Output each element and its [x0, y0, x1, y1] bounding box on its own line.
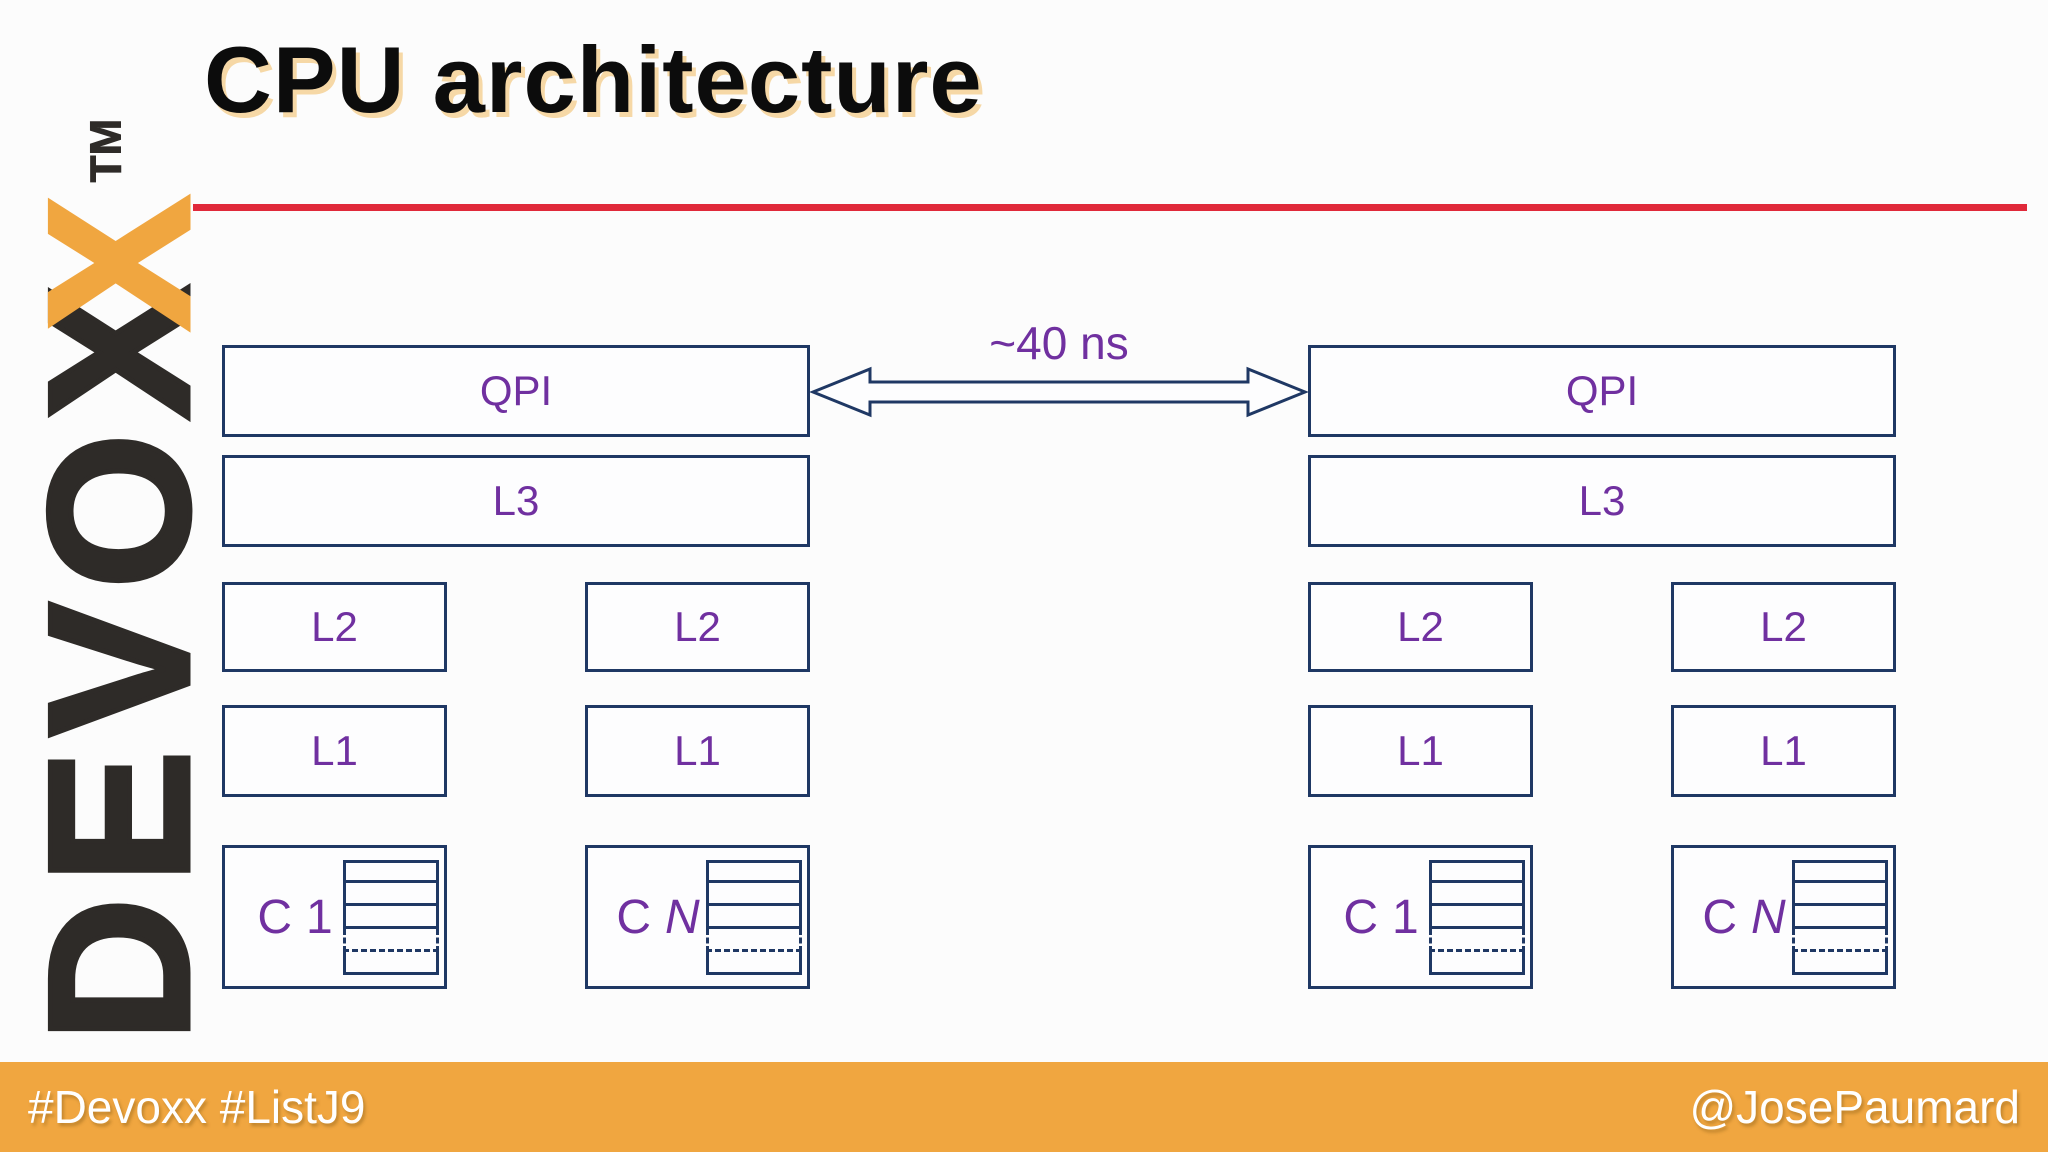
l2-cache-box: L2 — [1308, 582, 1533, 672]
register-stack — [706, 860, 802, 975]
qpi-box: QPI — [1308, 345, 1896, 437]
register-row — [706, 906, 802, 929]
title-underline — [193, 204, 2027, 211]
register-row — [1429, 883, 1525, 906]
register-row — [1429, 952, 1525, 975]
l2-cache-box: L2 — [1671, 582, 1896, 672]
l1-cache-box: L1 — [585, 705, 810, 797]
core-index: N — [1751, 890, 1786, 944]
register-stack — [1429, 860, 1525, 975]
trademark-symbol: TM — [81, 118, 131, 183]
register-stack — [1792, 860, 1888, 975]
l3-cache-box: L3 — [1308, 455, 1896, 547]
l1-cache-box: L1 — [222, 705, 447, 797]
core-index: 1 — [305, 890, 333, 944]
register-row — [1792, 860, 1888, 883]
register-row — [1792, 906, 1888, 929]
core-index: N — [665, 890, 700, 944]
register-row-ellipsis — [1429, 929, 1525, 952]
qpi-box: QPI — [222, 345, 810, 437]
latency-label: ~40 ns — [989, 317, 1129, 369]
core-prefix: C — [1702, 890, 1737, 944]
qpi-label: QPI — [1565, 367, 1639, 414]
qpi-label: QPI — [479, 367, 553, 414]
l1-label: L1 — [674, 727, 721, 774]
l1-label: L1 — [311, 727, 358, 774]
l2-label: L2 — [674, 603, 721, 650]
l1-cache-box: L1 — [1308, 705, 1533, 797]
core-prefix: C — [1343, 890, 1378, 944]
l2-label: L2 — [1397, 603, 1444, 650]
l2-label: L2 — [311, 603, 358, 650]
register-row — [706, 860, 802, 883]
footer-bar: #Devoxx #ListJ9 @JosePaumard — [0, 1062, 2048, 1152]
register-row — [1429, 906, 1525, 929]
l2-label: L2 — [1760, 603, 1807, 650]
logo-letters: DEVO — [6, 417, 234, 1045]
register-row — [343, 906, 439, 929]
l3-cache-box: L3 — [222, 455, 810, 547]
l3-label: L3 — [1578, 477, 1626, 524]
core-index: 1 — [1391, 890, 1419, 944]
register-row — [1792, 883, 1888, 906]
register-row — [343, 860, 439, 883]
register-row — [1429, 860, 1525, 883]
l3-label: L3 — [492, 477, 540, 524]
footer-handle: @JosePaumard — [1689, 1081, 2020, 1133]
register-row — [343, 883, 439, 906]
register-stack — [343, 860, 439, 975]
slide-title: CPU architecture — [204, 27, 983, 132]
register-row — [706, 883, 802, 906]
register-row-ellipsis — [706, 929, 802, 952]
register-row — [706, 952, 802, 975]
l1-label: L1 — [1760, 727, 1807, 774]
footer-hashtags: #Devoxx #ListJ9 — [28, 1081, 366, 1133]
register-row-ellipsis — [343, 929, 439, 952]
core-prefix: C — [616, 890, 651, 944]
register-row — [343, 952, 439, 975]
core-prefix: C — [257, 890, 292, 944]
l1-cache-box: L1 — [1671, 705, 1896, 797]
register-row — [1792, 952, 1888, 975]
l1-label: L1 — [1397, 727, 1444, 774]
latency-arrow-icon — [810, 366, 1308, 418]
devoxx-logo: DEVOXXTM — [6, 118, 234, 1044]
register-row-ellipsis — [1792, 929, 1888, 952]
l2-cache-box: L2 — [222, 582, 447, 672]
l2-cache-box: L2 — [585, 582, 810, 672]
